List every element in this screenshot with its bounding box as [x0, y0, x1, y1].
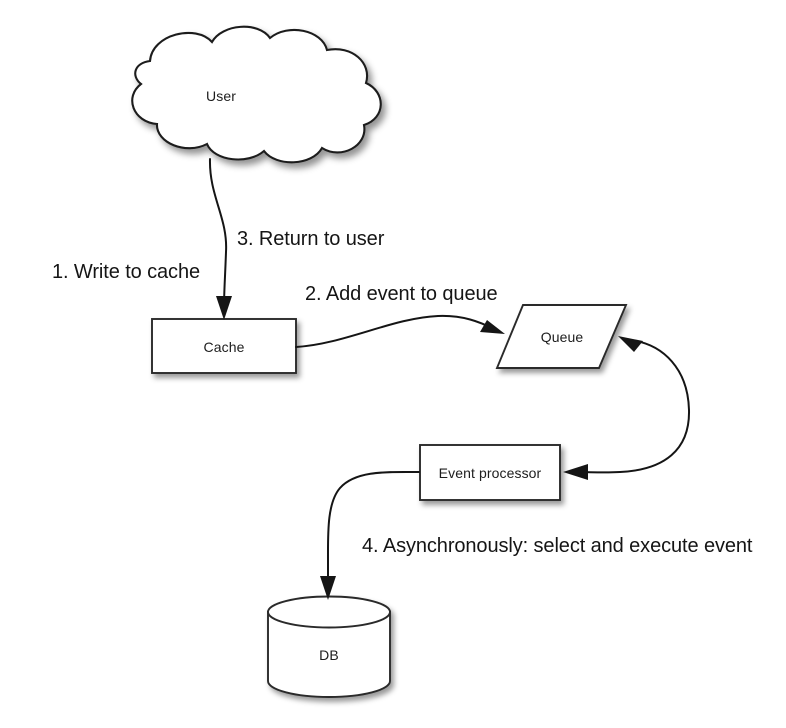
node-user[interactable] [131, 25, 382, 164]
node-db[interactable] [267, 595, 391, 698]
edge-processor-to-db [320, 470, 420, 600]
step-label-3-return-to-user: 3. Return to user [237, 228, 385, 250]
edge-user-to-cache [208, 158, 232, 320]
edge-queue-processor-loop [563, 336, 691, 480]
node-event-processor[interactable] [419, 444, 561, 501]
step-label-4-asynchronously-select-and-execute-event: 4. Asynchronously: select and execute ev… [362, 535, 753, 557]
step-label-2-add-event-to-queue: 2. Add event to queue [305, 283, 498, 305]
step-label-1-write-to-cache: 1. Write to cache [52, 261, 200, 283]
node-queue[interactable] [495, 304, 628, 369]
node-cache[interactable] [151, 318, 297, 374]
edge-cache-to-queue [295, 314, 505, 348]
